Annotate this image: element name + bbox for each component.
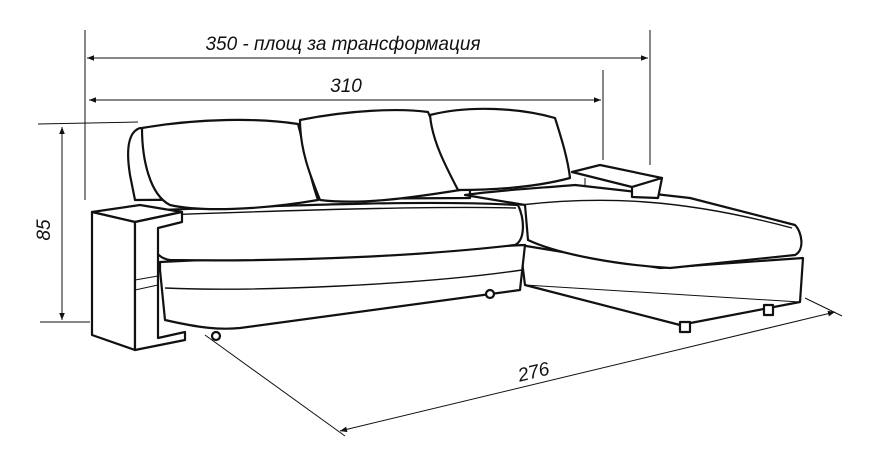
dimension-350-label: 350 - площ за трансформация (205, 34, 480, 55)
dimension-276-label: 276 (515, 359, 552, 387)
dimension-85: 85 (34, 121, 139, 323)
dimension-310-label: 310 (330, 76, 362, 97)
dimension-310: 310 (89, 70, 604, 160)
dimension-350: 350 - площ за трансформация (84, 30, 651, 200)
sofa (90, 107, 805, 352)
dimension-85-label: 85 (34, 219, 55, 241)
